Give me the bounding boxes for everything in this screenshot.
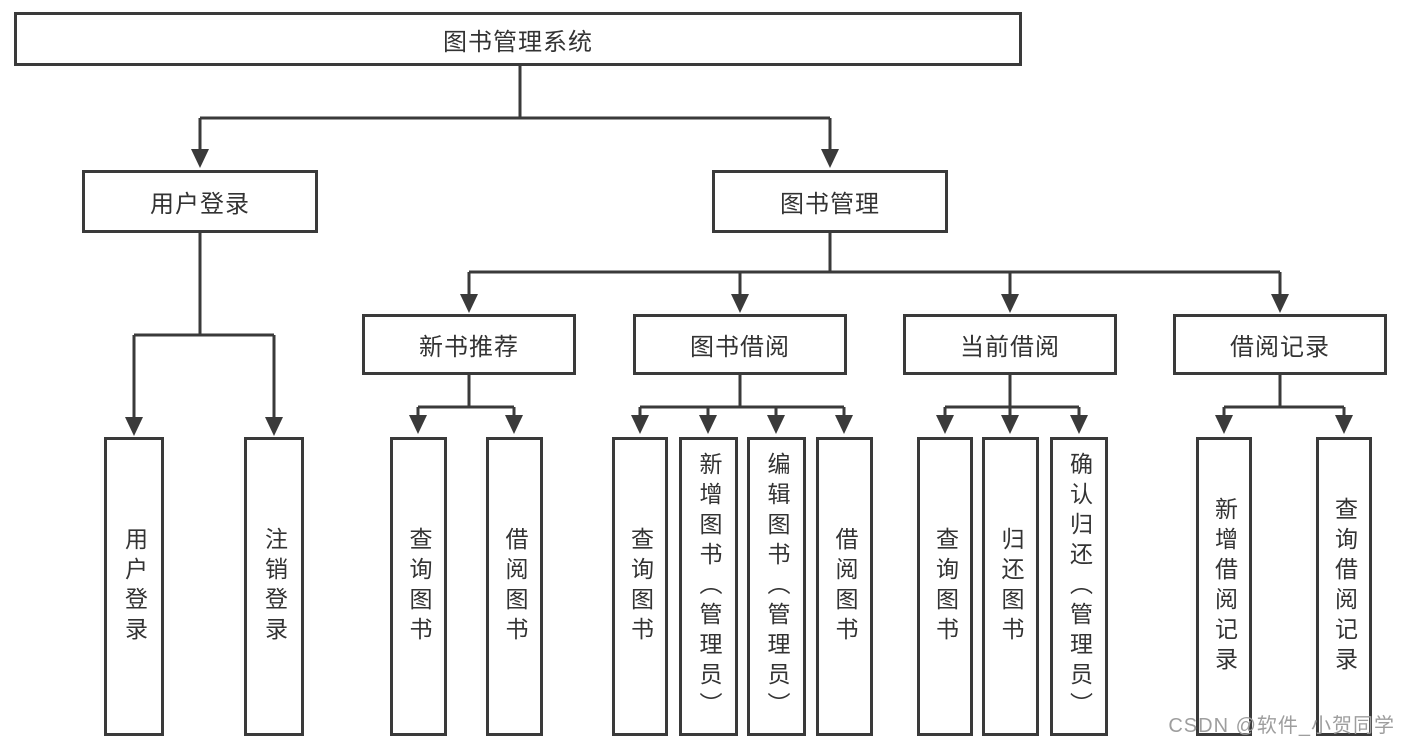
leaf-label: 借阅图书 [832, 526, 858, 647]
leaf-label: 新增图书（管理员） [696, 451, 722, 722]
leaf-label: 用户登录 [121, 526, 148, 647]
leaf-records-add-record: 新增借阅记录 [1196, 437, 1252, 736]
leaf-logout: 注销登录 [244, 437, 304, 736]
leaf-records-query-record: 查询借阅记录 [1316, 437, 1372, 736]
leaf-label: 查询图书 [406, 526, 432, 647]
leaf-borrowing-query-books: 查询图书 [612, 437, 668, 736]
leaf-label: 查询图书 [627, 526, 654, 647]
node-label: 借阅记录 [1230, 334, 1330, 361]
leaf-label: 注销登录 [261, 526, 288, 647]
node-label: 图书管理系统 [443, 28, 593, 56]
node-user-login-branch: 用户登录 [82, 170, 318, 233]
node-label: 用户登录 [150, 191, 250, 218]
leaf-label: 确认归还（管理员） [1066, 451, 1093, 722]
leaf-borrowing-add-books-admin: 新增图书（管理员） [679, 437, 738, 736]
leaf-current-confirm-return-admin: 确认归还（管理员） [1050, 437, 1108, 736]
leaf-borrowing-borrow-books: 借阅图书 [816, 437, 873, 736]
leaf-user-login: 用户登录 [104, 437, 164, 736]
leaf-newbook-borrow-books: 借阅图书 [486, 437, 543, 736]
node-new-book-recommendation: 新书推荐 [362, 314, 576, 375]
leaf-current-return-books: 归还图书 [982, 437, 1039, 736]
node-book-management-branch: 图书管理 [712, 170, 948, 233]
node-label: 当前借阅 [960, 334, 1060, 361]
leaf-label: 查询图书 [932, 526, 959, 647]
node-borrowing-records: 借阅记录 [1173, 314, 1387, 375]
leaf-current-query-books: 查询图书 [917, 437, 973, 736]
node-label: 新书推荐 [419, 334, 519, 361]
node-library-system-root: 图书管理系统 [14, 12, 1022, 66]
leaf-label: 新增借阅记录 [1211, 496, 1238, 677]
node-label: 图书借阅 [690, 334, 790, 361]
leaf-borrowing-edit-books-admin: 编辑图书（管理员） [747, 437, 806, 736]
node-book-borrowing: 图书借阅 [633, 314, 847, 375]
node-label: 图书管理 [780, 191, 880, 218]
leaf-newbook-query-books: 查询图书 [390, 437, 447, 736]
leaf-label: 编辑图书（管理员） [764, 451, 790, 722]
leaf-label: 归还图书 [998, 526, 1024, 647]
leaf-label: 查询借阅记录 [1331, 496, 1358, 677]
leaf-label: 借阅图书 [502, 526, 528, 647]
node-current-borrowing: 当前借阅 [903, 314, 1117, 375]
